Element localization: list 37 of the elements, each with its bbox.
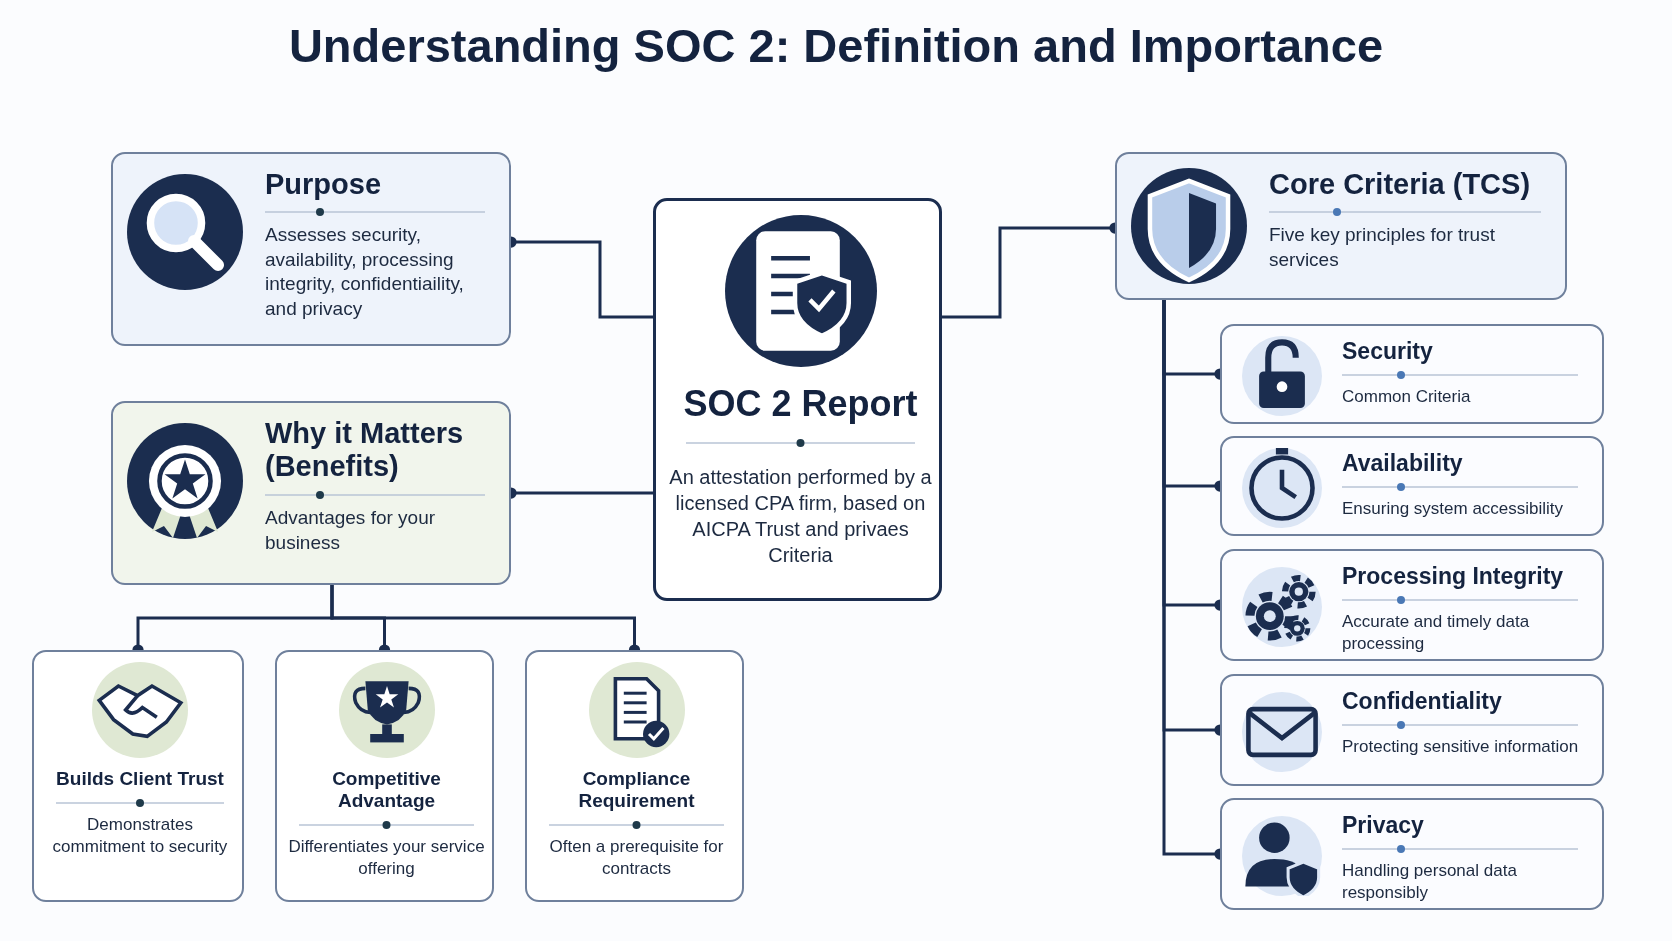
criterion-card (1220, 324, 1604, 424)
description: Protecting sensitive information (1342, 736, 1580, 758)
heading: Purpose (265, 168, 383, 202)
heading: Core Criteria (TCS) (1269, 168, 1532, 202)
title: Understanding SOC 2: Definition and Importance (287, 18, 1385, 73)
heading: Security (1342, 338, 1434, 365)
heading: Compliance Requirement (577, 768, 696, 812)
benefit-card (275, 650, 494, 902)
description: Advantages for your business (265, 506, 437, 555)
heading: Confidentiality (1342, 688, 1503, 715)
heading: Privacy (1342, 812, 1425, 839)
heading: SOC 2 Report (682, 383, 919, 425)
heading: Why it Matters (Benefits) (265, 417, 465, 484)
criterion-card (1220, 436, 1604, 536)
report-card (653, 198, 942, 601)
heading: Builds Client Trust (55, 768, 225, 790)
description: Assesses security, availability, processing integrity, confidentiaility, and privacy (265, 223, 465, 322)
description: Ensuring system accessibility (1342, 498, 1565, 520)
criterion-card (1220, 549, 1604, 661)
info-panel (111, 401, 511, 585)
heading: Availability (1342, 450, 1464, 477)
description: Five key principles for trust services (1269, 223, 1496, 272)
criterion-card (1220, 674, 1604, 786)
description: Common Criteria (1342, 386, 1472, 408)
description: An attestation performed by a licensed CPA firm, based on AICPA Trust and privaes Criteria (668, 465, 933, 568)
description: Handling personal data responsibly (1342, 860, 1518, 905)
description: Accurate and timely data processing (1342, 611, 1531, 656)
criterion-card (1220, 798, 1604, 910)
heading: Competitive Advantage (331, 768, 442, 812)
benefit-card (32, 650, 244, 902)
description: Demonstrates commitment to security (51, 814, 229, 859)
description: Differentiates your service offering (287, 836, 486, 881)
benefit-card (525, 650, 744, 902)
heading: Processing Integrity (1342, 563, 1565, 590)
info-panel (111, 152, 511, 346)
description: Often a prerequisite for contracts (548, 836, 725, 881)
info-panel (1115, 152, 1567, 300)
